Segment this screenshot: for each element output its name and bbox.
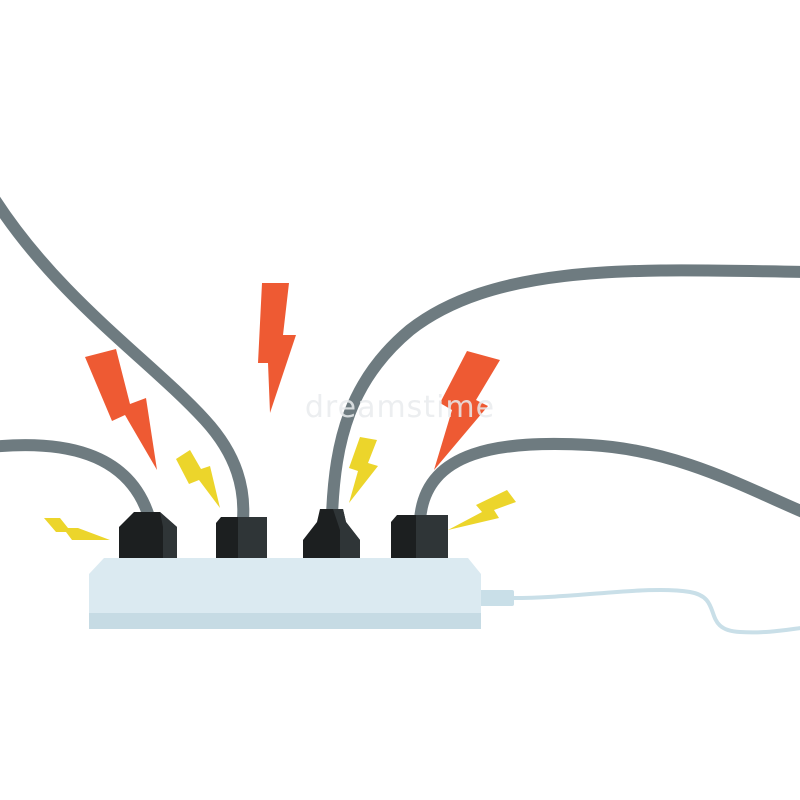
- cables: [0, 196, 800, 526]
- plug-icon: [119, 512, 177, 558]
- lightning-bolt-icon: [434, 351, 500, 470]
- lightning-bolt-icon: [44, 518, 110, 540]
- power-strip-top: [89, 558, 481, 613]
- cable-center-right: [326, 264, 800, 521]
- lightning-bolt-icon: [349, 437, 378, 503]
- power-strip: [89, 558, 481, 629]
- strip-cord: [478, 587, 800, 635]
- plug-icon: [391, 515, 448, 558]
- cable-right: [414, 437, 800, 526]
- small-sparks: [44, 437, 516, 540]
- lightning-bolt-icon: [85, 349, 157, 470]
- plug-icon: [216, 517, 267, 558]
- lightning-bolt-icon: [258, 283, 296, 413]
- lightning-bolt-icon: [448, 490, 516, 530]
- plugs: [119, 509, 448, 558]
- cable-left-low: [0, 439, 156, 526]
- lightning-bolt-icon: [176, 450, 220, 508]
- cord-plug-connector: [478, 590, 514, 606]
- power-strip-base: [89, 613, 481, 629]
- cable-left-high: [0, 196, 250, 526]
- plug-icon: [303, 509, 360, 558]
- cord: [510, 587, 800, 635]
- large-sparks: [85, 283, 500, 470]
